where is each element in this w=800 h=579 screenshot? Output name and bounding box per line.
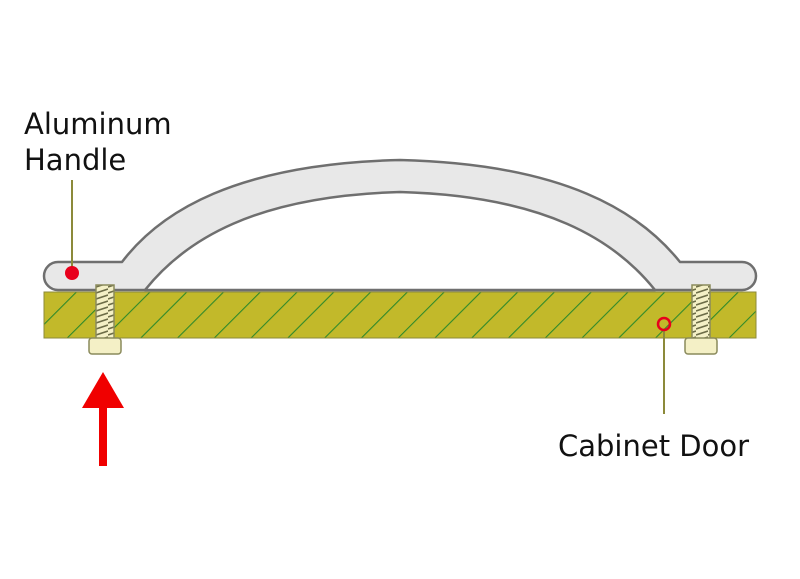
ring-dot-icon (656, 316, 672, 332)
aluminum-handle-label-line1: Aluminum (24, 107, 172, 141)
filled-dot-icon (65, 266, 79, 280)
right-screw (684, 284, 718, 355)
cabinet-door-label: Cabinet Door (558, 429, 750, 463)
aluminum-handle-label-line2: Handle (24, 143, 127, 177)
aluminum-handle (42, 158, 758, 292)
up-arrow-icon (82, 372, 124, 466)
aluminum-handle-label: Aluminum Handle (24, 106, 172, 178)
left-screw (88, 284, 122, 355)
cabinet-door-panel (43, 291, 757, 339)
